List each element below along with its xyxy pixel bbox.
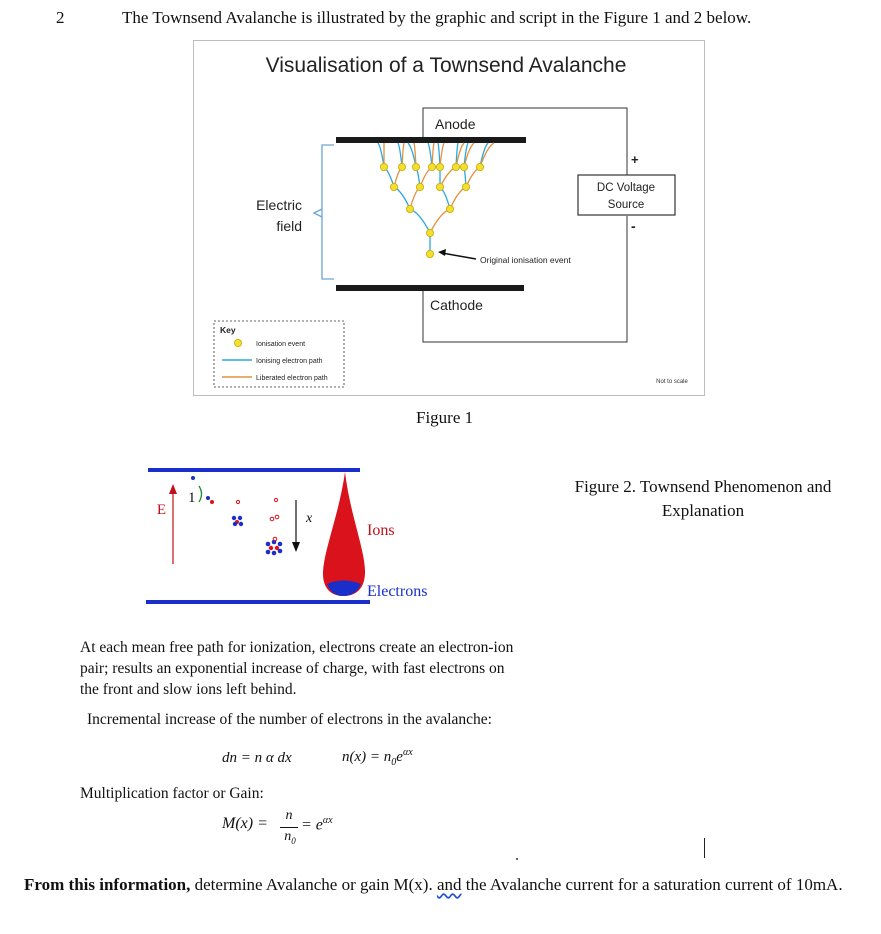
final-question-wavy: and: [436, 875, 462, 894]
minus-sign: -: [631, 218, 636, 234]
ionisation-event: [459, 163, 468, 172]
label-E: E: [157, 502, 166, 518]
electrons-label: Electrons: [367, 583, 427, 600]
ions-label: Ions: [367, 522, 395, 539]
anode-plate: [336, 137, 526, 143]
key-box: [213, 320, 345, 388]
ion-drop: [323, 472, 366, 596]
question-number: 2: [56, 8, 65, 27]
wire-top: [422, 107, 628, 176]
figure1-diagram: Visualisation of a Townsend Avalanche An…: [213, 54, 689, 388]
wire-bottom: [422, 216, 628, 343]
final-question: From this information, determine Avalanc…: [24, 873, 864, 897]
anode-label: Anode: [435, 116, 476, 132]
text-cursor: [704, 838, 705, 858]
final-question-bold: From this information,: [24, 875, 191, 894]
dc-source-line2: Source: [608, 199, 644, 211]
final-question-part1: determine Avalanche or gain M(x).: [190, 875, 437, 894]
gain-lhs: M(x) =: [222, 815, 268, 832]
gain-numerator: n: [285, 808, 293, 823]
gain-denominator: n0: [284, 829, 296, 846]
figure2-area: E 1 x: [80, 460, 530, 820]
ionisation-event: [445, 204, 454, 213]
electric-field-line2: field: [276, 218, 302, 234]
equation-nx: n(x) = n0eαx: [342, 747, 413, 768]
label-x: x: [305, 511, 313, 526]
final-question-part2: the Avalanche current for a saturation c…: [461, 875, 843, 894]
not-to-scale-label: Not to scale: [656, 379, 688, 385]
avalanche-tree: [377, 142, 495, 258]
key-item-liberated: Liberated electron path: [256, 375, 328, 382]
ionisation-event: [389, 182, 398, 191]
cathode-label: Cathode: [430, 297, 483, 313]
avalanche-particles: [191, 476, 283, 556]
figure1-frame: Visualisation of a Townsend Avalanche An…: [193, 40, 705, 396]
key-ionisation-icon: [234, 338, 243, 347]
gain-fraction-bar: [280, 827, 298, 828]
ionisation-event: [425, 249, 434, 258]
ionisation-event: [415, 182, 424, 191]
gain-rhs: = eαx: [301, 815, 333, 834]
bottom-plate: [146, 600, 370, 604]
electric-field-line1: Electric: [256, 197, 302, 213]
ionisation-event: [435, 163, 444, 172]
key-item-ionisation: Ionisation event: [256, 341, 305, 348]
ionisation-event: [397, 163, 406, 172]
ionisation-event: [425, 228, 434, 237]
field-bracket: [321, 144, 334, 280]
explanation-text: At each mean free path for ionization, e…: [80, 639, 514, 698]
stray-dot: [516, 858, 518, 860]
original-event-label: Original ionisation event: [480, 255, 571, 265]
electron-front: [327, 580, 361, 596]
figure1-title: Visualisation of a Townsend Avalanche: [266, 54, 627, 77]
plus-sign: +: [631, 152, 639, 167]
figure2-caption: Figure 2. Townsend Phenomenon and Explan…: [574, 477, 832, 520]
figure1-caption: Figure 1: [416, 408, 474, 427]
ionisation-event: [475, 163, 484, 172]
ionisation-event: [451, 163, 460, 172]
ionisation-event: [411, 163, 420, 172]
ionisation-event: [461, 182, 470, 191]
ionisation-event: [427, 163, 436, 172]
key-item-ionising: Ionising electron path: [256, 358, 323, 365]
dc-voltage-source-box: [577, 174, 676, 216]
incremental-text: Incremental increase of the number of el…: [87, 711, 492, 728]
cathode-plate: [336, 285, 524, 291]
question-intro: The Townsend Avalanche is illustrated by…: [122, 8, 752, 27]
dc-source-line1: DC Voltage: [597, 182, 655, 194]
top-plate: [148, 468, 360, 472]
key-title: Key: [220, 325, 236, 335]
gain-label: Multiplication factor or Gain:: [80, 785, 264, 802]
original-event-arrow: [441, 252, 477, 260]
label-1: 1: [188, 490, 196, 506]
equation-dn: dn = n α dx: [222, 750, 292, 766]
ionisation-event: [405, 204, 414, 213]
ionisation-event: [379, 163, 388, 172]
figure2-diagram: E 1 x: [146, 468, 427, 604]
ionisation-event: [435, 182, 444, 191]
